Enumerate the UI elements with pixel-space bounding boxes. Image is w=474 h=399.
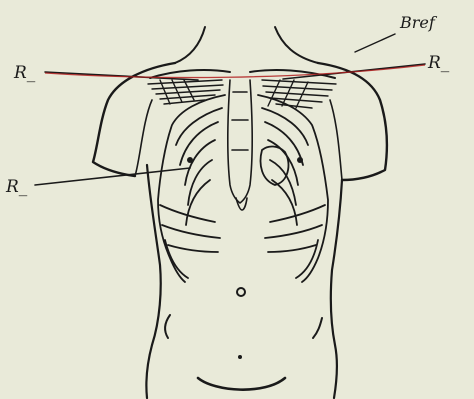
- left-lung-dot: [187, 157, 193, 163]
- xiphoid-dot: [238, 355, 242, 359]
- label-right-upper: R_: [427, 53, 450, 73]
- label-top-right: Bref: [399, 13, 438, 32]
- right-lung-dot: [297, 157, 303, 163]
- label-left-upper: R_: [13, 63, 36, 83]
- label-left-middle: R_: [5, 177, 28, 197]
